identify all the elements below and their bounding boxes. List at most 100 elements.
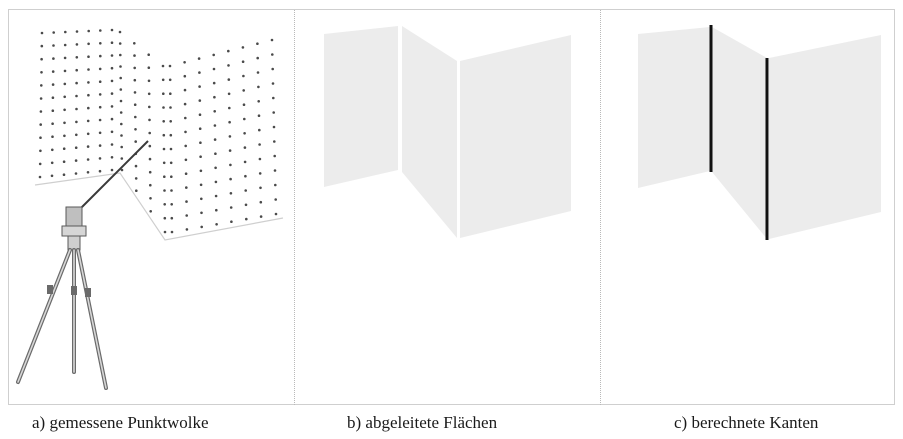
cloud-point xyxy=(119,111,123,114)
cloud-point xyxy=(98,93,102,96)
cloud-point xyxy=(185,186,188,189)
cloud-point xyxy=(52,44,55,47)
cloud-point xyxy=(98,118,102,122)
cloud-point xyxy=(199,169,203,173)
point-cloud-dots xyxy=(38,28,278,234)
cloud-point xyxy=(51,96,55,99)
cloud-point xyxy=(200,211,203,215)
cloud-point xyxy=(183,102,187,106)
cloud-point xyxy=(134,177,138,180)
cloud-point xyxy=(162,133,166,137)
cloud-point xyxy=(272,111,276,114)
cloud-point xyxy=(169,147,173,151)
cloud-point xyxy=(200,225,203,229)
cloud-point xyxy=(39,123,42,126)
cloud-point xyxy=(163,203,166,206)
cloud-point xyxy=(51,135,54,138)
cloud-point xyxy=(163,216,167,220)
cloud-point xyxy=(170,189,173,192)
cloud-point xyxy=(50,161,54,165)
cloud-point xyxy=(87,106,90,110)
cloud-point xyxy=(63,95,66,99)
cloud-point xyxy=(256,71,260,74)
cloud-point xyxy=(184,172,188,175)
cloud-point xyxy=(120,145,123,149)
cloud-point xyxy=(162,120,165,123)
cloud-point xyxy=(161,64,165,68)
cloud-point xyxy=(62,160,66,163)
cloud-point xyxy=(40,84,43,87)
cloud-point xyxy=(119,76,122,80)
cloud-point xyxy=(51,109,55,112)
cloud-point xyxy=(147,92,151,96)
cloud-point xyxy=(215,223,218,226)
cloud-point xyxy=(110,79,114,83)
surface-plane-left xyxy=(324,26,398,187)
cloud-point xyxy=(257,114,261,117)
cloud-point xyxy=(259,215,263,218)
cloud-point xyxy=(110,54,114,57)
cloud-point xyxy=(120,134,123,137)
cloud-point xyxy=(99,42,102,45)
cloud-point xyxy=(244,203,248,207)
cloud-point xyxy=(244,189,247,192)
caption-b: b) abgeleitete Flächen xyxy=(347,413,498,432)
cloud-point xyxy=(40,71,43,74)
cloud-point xyxy=(149,210,152,213)
cloud-point xyxy=(110,41,114,44)
cloud-point xyxy=(163,175,166,178)
cloud-point xyxy=(147,53,150,56)
cloud-point xyxy=(133,103,137,106)
cloud-point xyxy=(258,172,262,175)
cloud-point xyxy=(243,160,247,164)
cloud-point xyxy=(98,131,102,135)
cloud-point xyxy=(227,64,230,67)
cloud-point xyxy=(227,92,231,96)
cloud-point xyxy=(168,64,172,68)
cloud-point xyxy=(75,94,78,98)
cloud-point xyxy=(62,173,66,176)
cloud-point xyxy=(38,175,42,179)
cloud-point xyxy=(244,174,247,178)
cloud-point xyxy=(75,120,78,124)
cloud-point xyxy=(169,161,173,165)
cloud-point xyxy=(242,103,246,106)
cloud-point xyxy=(63,43,67,47)
cloud-point xyxy=(241,46,245,49)
cloud-point xyxy=(134,164,138,168)
cloud-point xyxy=(120,157,124,160)
cloud-point xyxy=(39,110,43,113)
cloud-point xyxy=(161,78,165,82)
cloud-point xyxy=(259,186,262,190)
caption-a: a) gemessene Punktwolke xyxy=(32,413,209,432)
cloud-point xyxy=(119,88,123,91)
cloud-point xyxy=(214,166,217,170)
cloud-point xyxy=(133,91,137,94)
cloud-point xyxy=(169,92,172,95)
cloud-point xyxy=(256,42,259,45)
cloud-point xyxy=(274,212,278,216)
cloud-point xyxy=(87,93,90,97)
cloud-point xyxy=(243,146,247,149)
panel-divider-2 xyxy=(600,10,601,405)
cloud-point xyxy=(169,120,172,123)
cloud-point xyxy=(199,141,202,144)
point-cloud-outline xyxy=(34,172,284,241)
cloud-point xyxy=(133,42,136,45)
cloud-point xyxy=(39,149,42,153)
cloud-point xyxy=(213,110,216,113)
cloud-point xyxy=(133,66,136,70)
cloud-point xyxy=(149,197,152,200)
surface-plane-middle xyxy=(402,26,457,238)
cloud-point xyxy=(110,105,114,108)
cloud-point xyxy=(133,78,137,82)
cloud-point xyxy=(147,66,151,69)
cloud-point xyxy=(162,161,166,165)
cloud-point xyxy=(271,53,274,56)
cloud-point xyxy=(273,140,276,143)
cloud-point xyxy=(50,174,54,178)
cloud-point xyxy=(39,136,42,139)
cloud-point xyxy=(40,44,44,48)
cloud-point xyxy=(169,106,172,109)
cloud-point xyxy=(185,214,188,217)
